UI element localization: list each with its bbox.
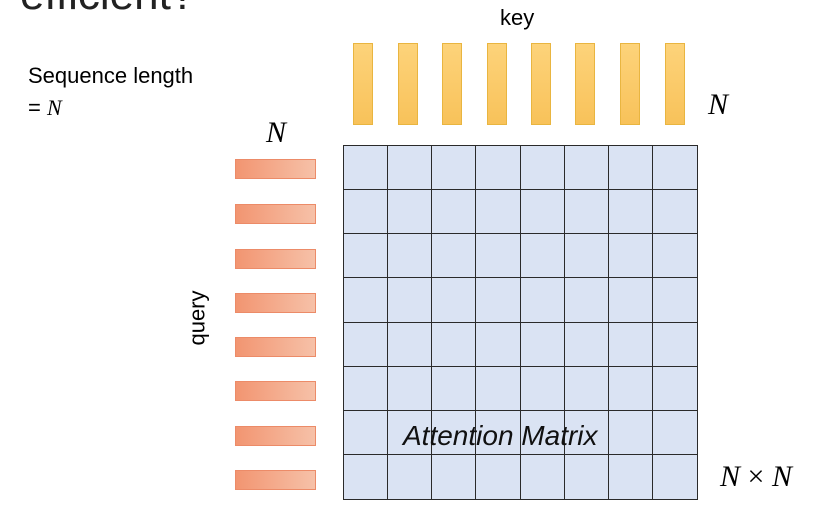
attention-cell [520, 146, 565, 191]
key-vector-bar [620, 43, 640, 125]
attention-cell [388, 190, 433, 235]
slide-title-fragment: efficient? [20, 0, 195, 20]
key-vector-bar [353, 43, 373, 125]
key-vector-bar [487, 43, 507, 125]
matrix-dimension-label: N × N [720, 460, 792, 494]
sequence-length-equals: = [28, 95, 47, 120]
attention-cell [476, 146, 521, 191]
attention-matrix-label: Attention Matrix [403, 420, 598, 451]
attention-cell [608, 278, 653, 323]
attention-cell [344, 190, 389, 235]
attention-cell [564, 234, 609, 279]
sequence-length-label: Sequence length = N [28, 60, 193, 124]
attention-cell [608, 410, 653, 455]
attention-cell [344, 234, 389, 279]
attention-cell [652, 367, 697, 411]
attention-matrix-grid [343, 145, 698, 500]
attention-cell [476, 454, 521, 499]
sequence-length-text: Sequence length [28, 63, 194, 88]
key-vector-bar [398, 43, 418, 125]
attention-cell [520, 410, 565, 455]
attention-cell [388, 410, 433, 455]
attention-cell [432, 190, 477, 235]
attention-cell [652, 146, 697, 191]
query-vector-bar [235, 381, 316, 401]
attention-cell [652, 190, 697, 235]
attention-cell [344, 410, 389, 455]
key-vector-bar [665, 43, 685, 125]
attention-cell [388, 454, 433, 499]
attention-cell [388, 234, 433, 279]
attention-cell [432, 366, 477, 411]
query-vector-bar [235, 426, 316, 446]
attention-cell [608, 322, 653, 367]
attention-cell [652, 278, 697, 323]
query-vector-bar [235, 337, 316, 357]
attention-cell [609, 454, 653, 499]
attention-cell [432, 410, 477, 455]
key-vector-bar [575, 43, 595, 125]
attention-cell [564, 410, 609, 455]
attention-cell [608, 366, 653, 411]
attention-cell [432, 454, 477, 499]
attention-cell [344, 146, 389, 191]
attention-cell [432, 322, 477, 367]
attention-cell [520, 322, 565, 367]
attention-cell [564, 278, 609, 323]
matrix-dim-op: × [740, 460, 772, 493]
attention-cell [476, 410, 521, 455]
key-vector-bar [442, 43, 462, 125]
query-vector-bar [235, 293, 316, 313]
key-vector-bar [531, 43, 551, 125]
sequence-length-value: = N [28, 92, 193, 124]
attention-cell [652, 411, 697, 455]
attention-cell [432, 278, 477, 323]
attention-cell [476, 190, 521, 235]
matrix-dim-right: N [771, 460, 792, 493]
attention-cell [476, 322, 521, 367]
attention-cell [652, 323, 697, 367]
query-vector-bar [235, 249, 316, 269]
attention-cell [432, 146, 477, 191]
key-dimension-label: N [708, 88, 729, 121]
attention-cell [344, 322, 389, 367]
attention-cell [388, 278, 433, 323]
query-vector-bar [235, 159, 316, 179]
attention-cell [476, 366, 521, 411]
attention-cell [388, 146, 433, 191]
attention-cell [564, 146, 609, 191]
query-dimension-label: N [266, 116, 287, 149]
attention-cell [564, 366, 609, 411]
attention-cell [344, 454, 389, 499]
attention-cell [520, 278, 565, 323]
attention-cell [564, 190, 609, 235]
attention-cell [432, 234, 477, 279]
attention-cell [520, 234, 565, 279]
attention-cell [565, 454, 609, 499]
attention-cell [476, 278, 521, 323]
attention-cell [344, 366, 389, 411]
attention-cell [564, 322, 609, 367]
key-label: key [500, 5, 535, 30]
attention-cell [520, 366, 565, 411]
query-vector-bar [235, 470, 316, 490]
attention-cell [608, 234, 653, 279]
attention-cell [521, 454, 565, 499]
attention-cell [344, 278, 389, 323]
attention-cell [608, 190, 653, 235]
attention-cell [520, 190, 565, 235]
attention-cell [608, 146, 653, 191]
attention-cell [388, 322, 433, 367]
attention-cell [476, 234, 521, 279]
sequence-length-var: N [46, 95, 62, 120]
query-label: query [184, 290, 210, 346]
attention-cell [653, 455, 697, 499]
matrix-dim-left: N [720, 460, 741, 493]
attention-cell [388, 366, 433, 411]
query-vector-bar [235, 204, 316, 224]
attention-cell [652, 234, 697, 279]
